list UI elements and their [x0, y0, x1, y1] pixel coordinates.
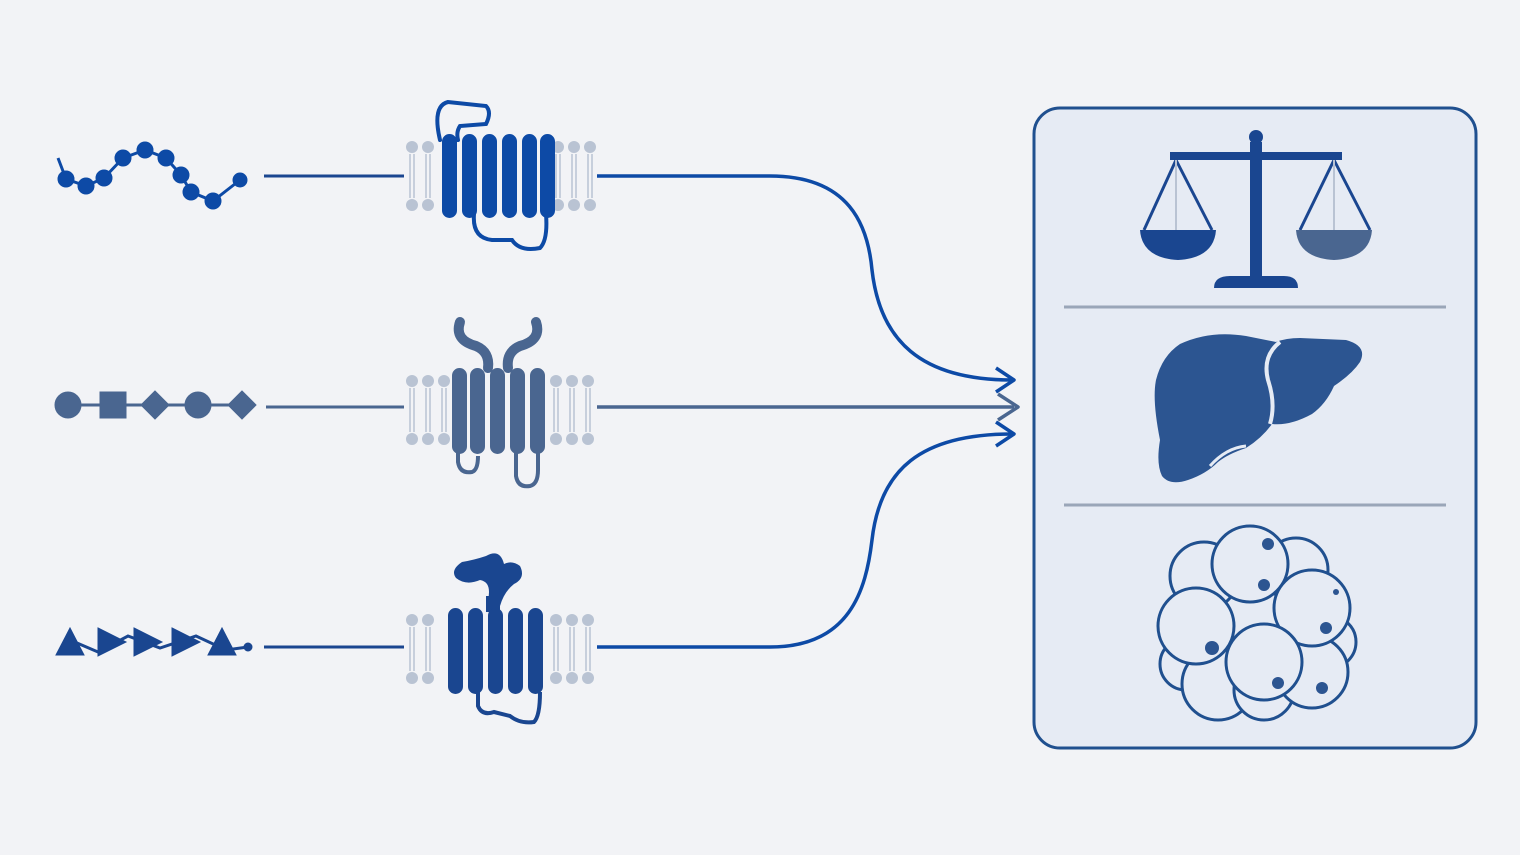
- pathway-3: [55, 420, 1016, 725]
- adipocyte-cluster-icon: [1156, 524, 1358, 722]
- pathway-2: [54, 317, 1020, 489]
- peptide-chain-ligand-icon: [56, 141, 248, 210]
- signal-arrow-3: [597, 432, 1013, 649]
- dimeric-receptor-icon: [452, 317, 545, 489]
- triangle-chain-ligand-icon: [55, 626, 253, 657]
- mixed-shape-chain-ligand-icon: [54, 390, 257, 420]
- signal-arrow-1: [597, 174, 1013, 382]
- membrane-1: [405, 140, 597, 212]
- gpcr-receptor-icon: [435, 99, 555, 251]
- pathway-1: [56, 99, 1016, 394]
- liver-icon: [1154, 334, 1363, 483]
- receptor-with-cap-icon: [448, 553, 543, 725]
- outcome-panel: [1032, 106, 1478, 750]
- balance-scale-icon: [1140, 130, 1372, 288]
